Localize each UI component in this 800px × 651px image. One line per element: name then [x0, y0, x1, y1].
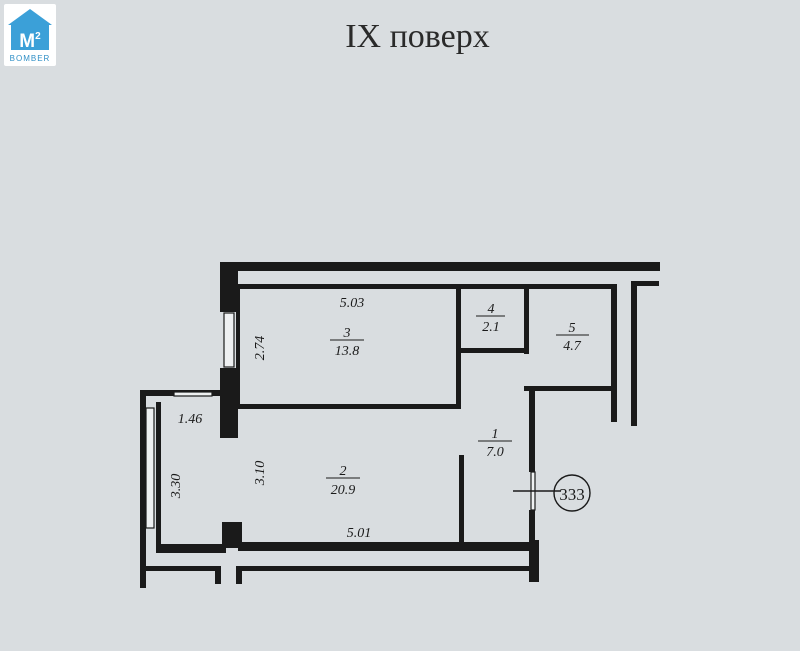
wall-column-bottom	[222, 522, 242, 548]
dim-room3-width: 5.03	[340, 296, 365, 311]
wall-partition-1-2	[459, 455, 464, 545]
logo-wordmark: BOMBER	[9, 54, 51, 63]
room3-area: 13.8	[335, 344, 360, 359]
wall-room3-right	[456, 284, 461, 409]
apartment-number: 333	[559, 485, 585, 504]
room2-number: 2	[340, 464, 347, 479]
wall-room4-right	[524, 284, 529, 354]
wall-bottom-left	[156, 544, 226, 553]
wall-room5-right	[611, 284, 617, 422]
window-left-side	[145, 407, 155, 529]
room5-area: 4.7	[563, 339, 582, 354]
wall-left-inner	[156, 402, 161, 552]
apartment-number-circle	[553, 474, 591, 512]
wall-room3-left-edge	[236, 284, 240, 409]
floor-title: IX поверх	[345, 18, 490, 55]
wall-column-left	[220, 380, 238, 438]
house-body-icon	[11, 24, 49, 50]
wall-top-inner	[236, 284, 616, 289]
wall-bottom-outer	[140, 566, 220, 571]
dim-room2-height: 3.10	[253, 461, 268, 487]
room3-number: 3	[343, 326, 351, 341]
wall-right-stub	[529, 540, 539, 582]
wall-room1-right-bottom	[529, 510, 535, 548]
wall-bottom-outer-right	[242, 566, 532, 571]
wall-shaft-top	[631, 281, 659, 286]
brand-logo: M2 BOMBER	[4, 4, 56, 66]
wall-room4-bottom	[456, 348, 529, 353]
dim-left-height: 3.30	[169, 474, 184, 500]
room1-area: 7.0	[486, 445, 504, 460]
room4-number: 4	[488, 302, 495, 317]
wall-top-outer	[220, 262, 660, 271]
house-roof-icon	[8, 9, 52, 25]
wall-room5-bottom	[524, 386, 616, 391]
room1-number: 1	[492, 427, 499, 442]
room4-area: 2.1	[482, 320, 500, 335]
wall-room3-bottom	[236, 404, 460, 409]
room5-number: 5	[569, 321, 576, 336]
wall-left-section-left	[140, 390, 146, 588]
wall-shaft-left	[631, 281, 637, 426]
wall-bottom-stub-2	[236, 566, 242, 584]
dim-room3-depth: 2.74	[253, 336, 268, 361]
wall-bottom-stub-1	[215, 566, 221, 584]
logo-mark: M2	[19, 31, 41, 52]
wall-left-upper	[220, 262, 238, 312]
window-room3	[223, 312, 235, 368]
window-left-top	[173, 391, 213, 397]
dim-room2-width: 5.01	[347, 526, 372, 541]
wall-bottom-right	[238, 542, 537, 551]
room2-area: 20.9	[331, 483, 356, 498]
dim-left-width: 1.46	[178, 412, 203, 427]
wall-room1-right-top	[529, 390, 535, 472]
